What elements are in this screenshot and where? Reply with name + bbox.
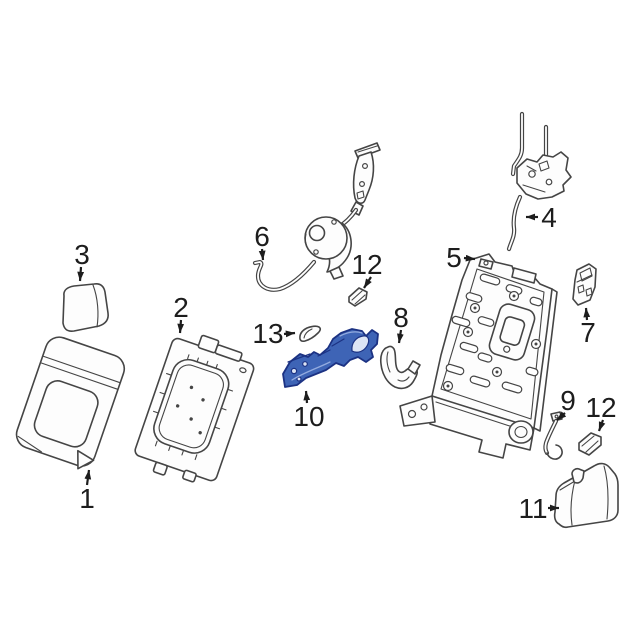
- callout-4-label[interactable]: 4: [541, 202, 557, 233]
- callout-8-arrow: [397, 329, 404, 344]
- callout-6[interactable]: 6: [254, 221, 270, 261]
- callout-5[interactable]: 5: [446, 242, 476, 273]
- callout-13[interactable]: 13: [252, 318, 296, 349]
- callout-1[interactable]: 1: [79, 469, 95, 514]
- callout-12b-arrow: [597, 419, 606, 432]
- part-12b-clip[interactable]: [578, 432, 602, 456]
- callout-5-label[interactable]: 5: [446, 242, 462, 273]
- part-13-clip[interactable]: [299, 325, 322, 343]
- callout-12a[interactable]: 12: [351, 249, 383, 289]
- callout-12b[interactable]: 12: [585, 392, 617, 432]
- callout-13-arrow: [283, 330, 296, 338]
- part-4-latch-rod-assembly[interactable]: [506, 111, 572, 252]
- callout-12a-label[interactable]: 12: [351, 249, 382, 280]
- callout-1-label[interactable]: 1: [79, 483, 95, 514]
- callout-10-label[interactable]: 10: [293, 401, 324, 432]
- callout-10-arrow: [303, 390, 311, 404]
- callout-13-label[interactable]: 13: [252, 318, 283, 349]
- part-12a-clip[interactable]: [348, 287, 368, 307]
- callout-8[interactable]: 8: [393, 302, 409, 344]
- part-8-guide-hook[interactable]: [379, 345, 421, 390]
- callout-5-arrow: [463, 254, 476, 262]
- callout-7-arrow: [583, 307, 591, 321]
- part-6-release-cable-assembly[interactable]: [252, 142, 381, 292]
- callout-11-label[interactable]: 11: [518, 493, 547, 524]
- part-7-striker-bracket[interactable]: [572, 263, 597, 306]
- callout-11[interactable]: 11: [518, 493, 560, 524]
- part-3-headrest[interactable]: [62, 283, 109, 332]
- callout-2-label[interactable]: 2: [173, 292, 189, 323]
- part-1-seat-back-cushion[interactable]: [12, 333, 128, 472]
- callout-6-label[interactable]: 6: [254, 221, 270, 252]
- part-10-latch-bracket-highlighted[interactable]: [282, 328, 379, 388]
- callout-1-arrow: [84, 469, 92, 486]
- callout-9[interactable]: 9: [556, 385, 576, 421]
- callout-9-label[interactable]: 9: [560, 385, 576, 416]
- callout-3[interactable]: 3: [74, 239, 90, 282]
- callout-4[interactable]: 4: [525, 202, 557, 233]
- callout-7[interactable]: 7: [580, 307, 596, 348]
- callout-12b-label[interactable]: 12: [585, 392, 616, 423]
- callout-3-arrow: [77, 266, 85, 282]
- part-2-seat-back-panel[interactable]: [130, 327, 259, 492]
- callout-3-label[interactable]: 3: [74, 239, 90, 270]
- callout-12a-arrow: [363, 276, 372, 289]
- callout-2[interactable]: 2: [173, 292, 189, 334]
- callout-7-label[interactable]: 7: [580, 317, 596, 348]
- part-11-side-cover[interactable]: [553, 462, 619, 529]
- callout-6-arrow: [258, 248, 266, 261]
- callout-8-label[interactable]: 8: [393, 302, 409, 333]
- callout-2-arrow: [177, 319, 185, 334]
- callout-9-arrow: [556, 411, 567, 421]
- part-5-seat-back-frame[interactable]: [399, 253, 558, 459]
- callout-10[interactable]: 10: [293, 390, 325, 432]
